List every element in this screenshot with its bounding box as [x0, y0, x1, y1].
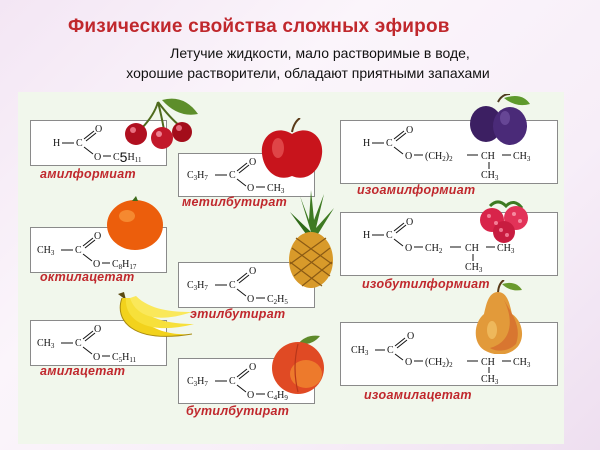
svg-text:C: C	[229, 170, 236, 181]
ester-label-butyl-butyrate: бутилбутират	[186, 404, 290, 418]
svg-text:C: C	[387, 345, 394, 356]
svg-text:O: O	[94, 152, 101, 163]
svg-text:CH: CH	[481, 357, 495, 368]
svg-text:O: O	[405, 151, 412, 162]
svg-text:CH3: CH3	[497, 243, 515, 255]
svg-text:CH3: CH3	[37, 245, 55, 257]
svg-text:O: O	[95, 124, 102, 135]
svg-text:O: O	[249, 362, 256, 373]
svg-text:O: O	[406, 217, 413, 228]
ester-label-isoamyl-acetate: изоамилацетат	[364, 388, 472, 402]
pear-icon	[475, 280, 522, 354]
svg-text:C: C	[75, 338, 82, 349]
svg-text:O: O	[247, 183, 254, 194]
svg-text:C3H7: C3H7	[187, 170, 208, 182]
svg-text:O: O	[405, 357, 412, 368]
svg-text:H: H	[363, 230, 370, 241]
svg-text:H: H	[363, 138, 370, 149]
cherry-icon	[125, 98, 198, 149]
svg-text:C: C	[75, 245, 82, 256]
svg-text:O: O	[247, 294, 254, 305]
svg-text:O: O	[249, 266, 256, 277]
svg-text:CH2: CH2	[425, 243, 443, 255]
svg-text:C: C	[229, 280, 236, 291]
svg-text:CH3: CH3	[481, 170, 499, 182]
svg-text:O: O	[247, 390, 254, 401]
svg-text:CH3: CH3	[481, 374, 499, 385]
svg-text:O: O	[406, 125, 413, 136]
orange-icon	[107, 196, 163, 250]
ester-label-octyl-acetate: октилацетат	[40, 270, 135, 284]
subtitle-line-1: Летучие жидкости, мало растворимые в вод…	[170, 45, 470, 61]
svg-text:(CH2)2: (CH2)2	[425, 357, 453, 369]
ester-label-methyl-butyrate: метилбутират	[182, 195, 287, 209]
ester-label-ethyl-butyrate: этилбутират	[190, 307, 286, 321]
svg-text:O: O	[94, 231, 101, 242]
pineapple-icon	[289, 190, 334, 288]
svg-text:C: C	[386, 230, 393, 241]
page-title: Физические свойства сложных эфиров	[68, 16, 450, 37]
svg-text:CH3: CH3	[351, 345, 369, 357]
svg-text:O: O	[93, 352, 100, 363]
svg-text:H: H	[53, 138, 60, 149]
svg-text:C: C	[76, 138, 83, 149]
svg-text:(CH2)2: (CH2)2	[425, 151, 453, 163]
svg-text:CH: CH	[465, 243, 479, 254]
svg-text:CH3: CH3	[267, 183, 285, 195]
apple-icon	[261, 118, 323, 178]
svg-text:CH3: CH3	[513, 151, 531, 163]
peach-icon	[272, 335, 324, 394]
svg-text:O: O	[94, 324, 101, 335]
ester-label-amyl-formate: амилформиат	[40, 167, 136, 181]
plum-icon	[470, 94, 530, 145]
svg-text:C5H11: C5H11	[112, 352, 137, 364]
svg-text:O: O	[405, 243, 412, 254]
svg-text:CH3: CH3	[513, 357, 531, 369]
banana-icon	[118, 292, 194, 337]
svg-text:O: O	[249, 157, 256, 168]
svg-text:CH: CH	[481, 151, 495, 162]
ester-label-isobutyl-formate: изобутилформиат	[362, 277, 490, 291]
svg-text:C: C	[229, 376, 236, 387]
svg-text:CH3: CH3	[465, 262, 483, 274]
raspberry-icon	[480, 200, 528, 243]
ester-label-amyl-acetate: амилацетат	[40, 364, 126, 378]
ester-label-isoamyl-formate: изоамилформиат	[357, 183, 476, 197]
svg-text:O: O	[93, 259, 100, 270]
svg-text:C: C	[386, 138, 393, 149]
svg-text:C3H7: C3H7	[187, 376, 208, 388]
svg-text:CH3: CH3	[37, 338, 55, 350]
subtitle-line-2: хорошие растворители, обладают приятными…	[126, 65, 490, 81]
svg-text:C4H9: C4H9	[267, 390, 288, 402]
svg-text:O: O	[407, 331, 414, 342]
svg-text:C2H5: C2H5	[267, 294, 288, 306]
svg-text:C3H7: C3H7	[187, 280, 208, 292]
